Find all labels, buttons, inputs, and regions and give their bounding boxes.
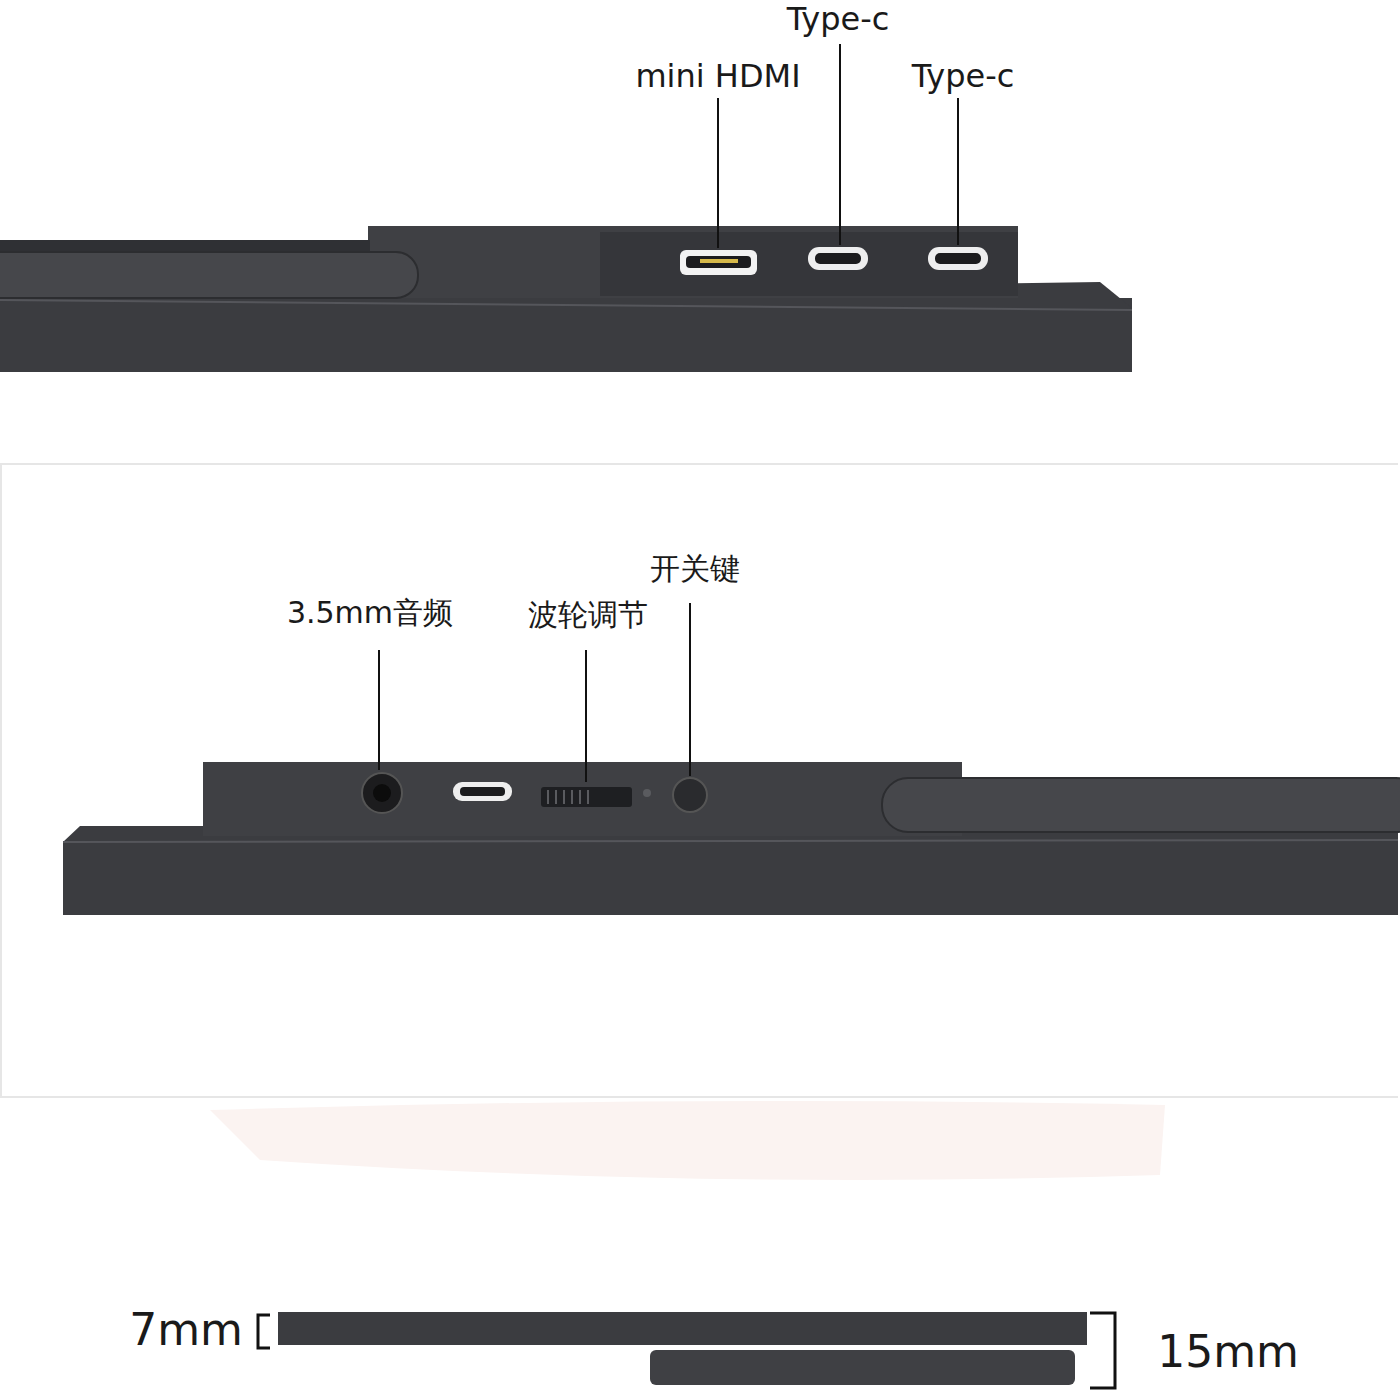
leader-line [957,98,959,245]
scroll-wheel [541,787,632,807]
mini-hdmi-pins [700,259,738,263]
leader-line [689,603,691,776]
dimension-label: 15mm [1157,1328,1299,1376]
body-edge [63,840,1398,842]
type-c-slot [935,253,981,264]
leader-line [585,650,587,782]
type-c-slot [815,253,861,264]
wheel-ridges [548,790,588,804]
usb-port [453,782,512,801]
port-housing [368,226,1018,298]
type-c-port [928,247,988,270]
dimension-label: 7mm [129,1306,243,1354]
panel-border [0,464,2,1097]
indicator-light [643,789,651,797]
port-label: Type-c [912,59,1015,94]
audio-jack-hole [373,784,391,802]
stand-hinge [882,778,1400,832]
profile-panel [278,1312,1087,1345]
port-label: mini HDMI [635,59,800,94]
faint-smudge [210,1101,1165,1180]
panel-divider [0,463,1398,465]
panel-divider [0,1096,1398,1098]
port-label: Type-c [787,2,890,37]
dimension-bracket [258,1315,270,1348]
control-label: 波轮调节 [528,598,648,631]
body-edge [0,300,1132,310]
port-panel [600,232,1018,296]
type-c-port [808,247,868,270]
usb-slot [460,787,505,796]
mini-hdmi-port [680,250,757,275]
leader-line [717,98,719,248]
power-button [673,778,707,812]
leader-line [839,44,841,245]
profile-stand [650,1350,1075,1385]
leader-line [378,650,380,770]
port-label: 3.5mm音频 [287,596,453,629]
monitor-body [63,826,1398,915]
dimension-bracket [1090,1313,1115,1388]
mini-hdmi-slot [686,256,751,268]
audio-jack [362,773,402,813]
control-label: 开关键 [650,552,740,585]
stand-hinge [0,252,418,298]
port-housing [203,762,962,836]
